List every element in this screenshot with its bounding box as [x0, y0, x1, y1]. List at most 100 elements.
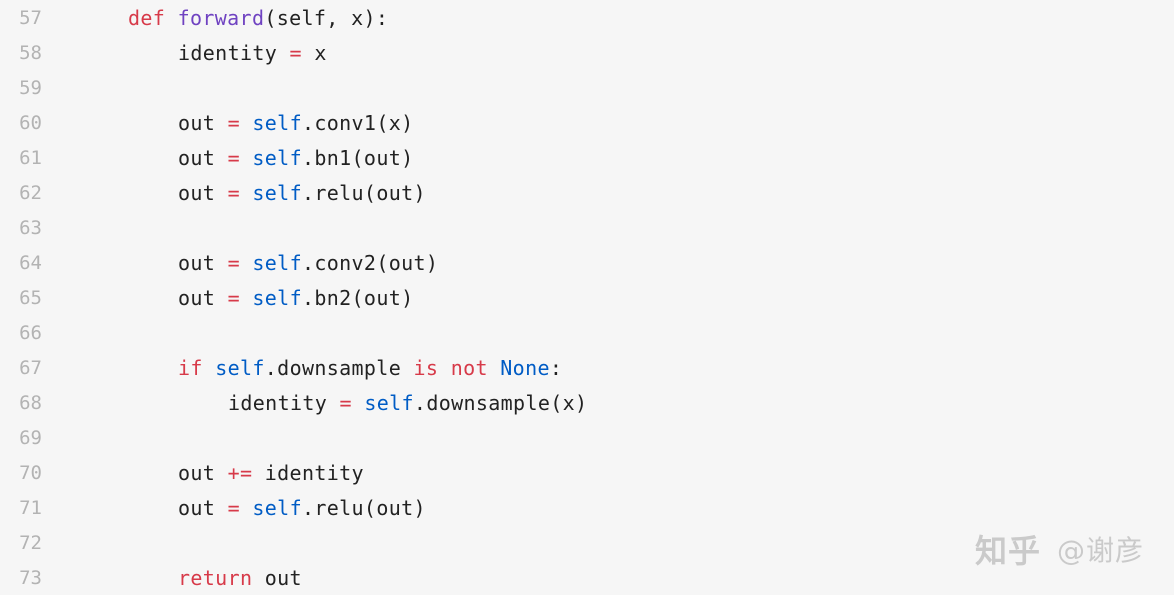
code-token: identity: [178, 40, 290, 65]
code-text: out = self.bn2(out): [178, 286, 414, 310]
line-number: 73: [19, 566, 42, 589]
code-line: 73 return out: [0, 560, 1174, 595]
code-text: out = self.relu(out): [178, 496, 426, 520]
code-line: 57 def forward(self, x):: [0, 0, 1174, 35]
code-token: out: [178, 180, 228, 205]
code-text: out = self.bn1(out): [178, 146, 414, 170]
code-token: .conv2(out): [301, 250, 439, 275]
code-token: out: [178, 285, 228, 310]
code-token: self: [252, 145, 302, 170]
code-text: out = self.relu(out): [178, 181, 426, 205]
code-text: def forward(self, x):: [128, 6, 388, 30]
code-token: self: [252, 180, 302, 205]
code-line: 61 out = self.bn1(out): [0, 140, 1174, 175]
code-token: [240, 111, 252, 135]
code-text: identity = self.downsample(x): [228, 391, 587, 415]
code-token: self: [252, 110, 302, 135]
code-text: out += identity: [178, 461, 364, 485]
code-token: return: [178, 565, 253, 590]
code-line: 60 out = self.conv1(x): [0, 105, 1174, 140]
code-token: x: [301, 40, 327, 65]
code-token: =: [227, 250, 240, 275]
code-line: 62 out = self.relu(out): [0, 175, 1174, 210]
code-token: [240, 146, 252, 170]
code-token: [203, 356, 215, 380]
code-token: .downsample(x): [413, 390, 588, 415]
code-token: out: [252, 565, 302, 590]
code-token: self: [252, 495, 302, 520]
code-token: [165, 6, 177, 30]
code-token: (self, x):: [264, 5, 389, 30]
code-text: if self.downsample is not None:: [178, 356, 562, 380]
code-token: out: [178, 250, 228, 275]
code-text: return out: [178, 566, 302, 590]
code-token: self: [215, 355, 265, 380]
code-token: None: [500, 355, 550, 380]
line-number: 60: [19, 111, 42, 134]
code-token: .bn1(out): [301, 145, 414, 170]
code-token: [240, 286, 252, 310]
code-token: .bn2(out): [301, 285, 414, 310]
code-token: forward: [177, 5, 265, 30]
line-number: 70: [19, 461, 42, 484]
code-token: identity: [228, 390, 340, 415]
code-token: is: [413, 355, 439, 380]
code-token: self: [252, 285, 302, 310]
code-line: 71 out = self.relu(out): [0, 490, 1174, 525]
code-token: out: [178, 495, 228, 520]
code-token: out: [178, 460, 228, 485]
code-text: out = self.conv1(x): [178, 111, 414, 135]
code-token: .relu(out): [301, 495, 426, 520]
code-line: 59: [0, 70, 1174, 105]
code-token: def: [128, 5, 166, 30]
code-text: identity = x: [178, 41, 327, 65]
code-token: [438, 356, 450, 380]
code-token: .downsample: [264, 355, 414, 380]
line-number: 57: [19, 6, 42, 29]
code-token: if: [178, 355, 203, 380]
code-token: +=: [227, 460, 253, 485]
line-number: 61: [19, 146, 42, 169]
code-line: 69: [0, 420, 1174, 455]
code-token: :: [549, 355, 563, 380]
code-token: =: [227, 180, 240, 205]
code-text: out = self.conv2(out): [178, 251, 438, 275]
code-token: self: [364, 390, 414, 415]
code-line: 68 identity = self.downsample(x): [0, 385, 1174, 420]
line-number: 63: [19, 216, 42, 239]
code-token: [240, 181, 252, 205]
line-number: 67: [19, 356, 42, 379]
code-token: .conv1(x): [301, 110, 414, 135]
code-token: =: [339, 390, 352, 415]
line-number: 69: [19, 426, 42, 449]
code-token: out: [178, 145, 228, 170]
code-token: not: [450, 355, 488, 380]
line-number: 62: [19, 181, 42, 204]
line-number: 66: [19, 321, 42, 344]
line-number: 71: [19, 496, 42, 519]
code-line: 66: [0, 315, 1174, 350]
line-number: 72: [19, 531, 42, 554]
code-token: [352, 391, 364, 415]
code-token: =: [289, 40, 302, 65]
code-line: 67 if self.downsample is not None:: [0, 350, 1174, 385]
code-line: 72: [0, 525, 1174, 560]
code-token: [240, 251, 252, 275]
code-token: identity: [252, 460, 364, 485]
line-number: 68: [19, 391, 42, 414]
code-token: [240, 496, 252, 520]
code-token: =: [227, 110, 240, 135]
code-token: =: [227, 495, 240, 520]
line-number: 65: [19, 286, 42, 309]
line-number: 64: [19, 251, 42, 274]
code-token: out: [178, 110, 228, 135]
code-token: =: [227, 285, 240, 310]
code-line: 63: [0, 210, 1174, 245]
code-token: self: [252, 250, 302, 275]
line-number: 59: [19, 76, 42, 99]
code-token: .relu(out): [301, 180, 426, 205]
line-number: 58: [19, 41, 42, 64]
code-token: =: [227, 145, 240, 170]
code-line: 65 out = self.bn2(out): [0, 280, 1174, 315]
